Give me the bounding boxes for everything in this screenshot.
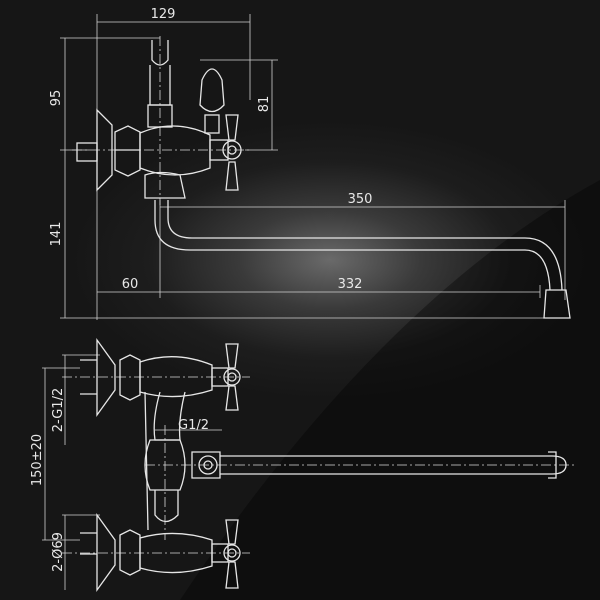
dim-flange-diameter: 2-Ø69 [51, 532, 66, 572]
dim-center-distance: 150±20 [30, 434, 45, 486]
dim-wall-offset: 60 [122, 277, 139, 292]
dim-spout-reach: 350 [348, 192, 373, 207]
side-view: 129 95 81 141 350 60 332 [49, 7, 571, 320]
front-view: G1/2 2-G1/2 150±20 2-Ø69 [30, 337, 575, 593]
dim-width-top: 129 [151, 7, 176, 22]
dim-spout-length: 332 [338, 277, 363, 292]
dim-lever-height: 81 [257, 96, 272, 113]
shadow-region [180, 180, 600, 600]
dim-inlet-thread: 2-G1/2 [51, 388, 66, 432]
dim-height-lower: 141 [49, 222, 64, 247]
dim-height-upper: 95 [49, 90, 64, 107]
dim-outlet-thread: G1/2 [178, 418, 209, 433]
